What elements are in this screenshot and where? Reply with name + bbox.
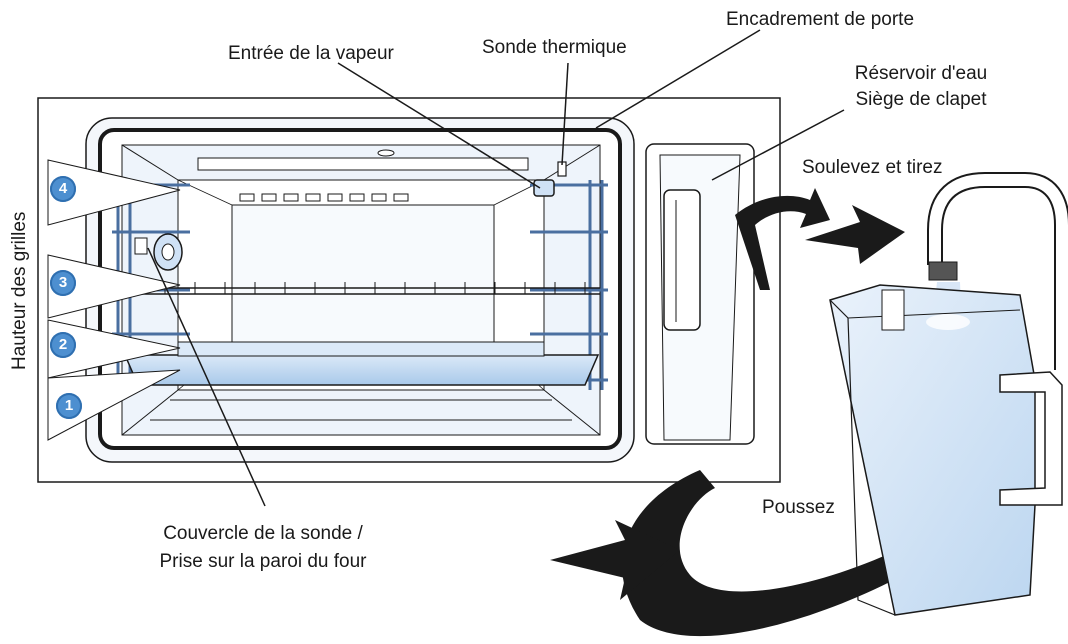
- label-probe-cover: Couvercle de la sonde /: [163, 523, 363, 544]
- shelf-badge-2: 2: [50, 332, 76, 358]
- label-water-tank: Réservoir d'eau: [854, 63, 988, 84]
- lift-pull-arrow: [735, 188, 905, 290]
- label-valve-seat: Siège de clapet: [855, 89, 987, 110]
- shelf-pointers: [47, 159, 181, 441]
- label-oven-wall-socket: Prise sur la paroi du four: [159, 551, 367, 572]
- label-door-frame: Encadrement de porte: [726, 9, 915, 30]
- oven-cavity: [121, 144, 601, 436]
- label-lift-pull: Soulevez et tirez: [802, 157, 943, 178]
- push-arrow: [550, 470, 965, 637]
- shelf-badge-3: 3: [50, 270, 76, 296]
- label-steam-inlet: Entrée de la vapeur: [228, 43, 394, 64]
- tank-bay: [645, 143, 755, 445]
- shelf-badge-4: 4: [50, 176, 76, 202]
- baking-tray: [123, 341, 600, 386]
- shelf-badge-1: 1: [56, 393, 82, 419]
- label-push: Poussez: [762, 497, 835, 518]
- label-thermal-probe: Sonde thermique: [482, 37, 627, 58]
- rear-vents: [239, 193, 409, 202]
- label-shelf-heights: Hauteur des grilles: [9, 211, 30, 370]
- leader-lines: [147, 29, 845, 507]
- water-tank: [829, 284, 1063, 616]
- probe-socket: [134, 233, 183, 271]
